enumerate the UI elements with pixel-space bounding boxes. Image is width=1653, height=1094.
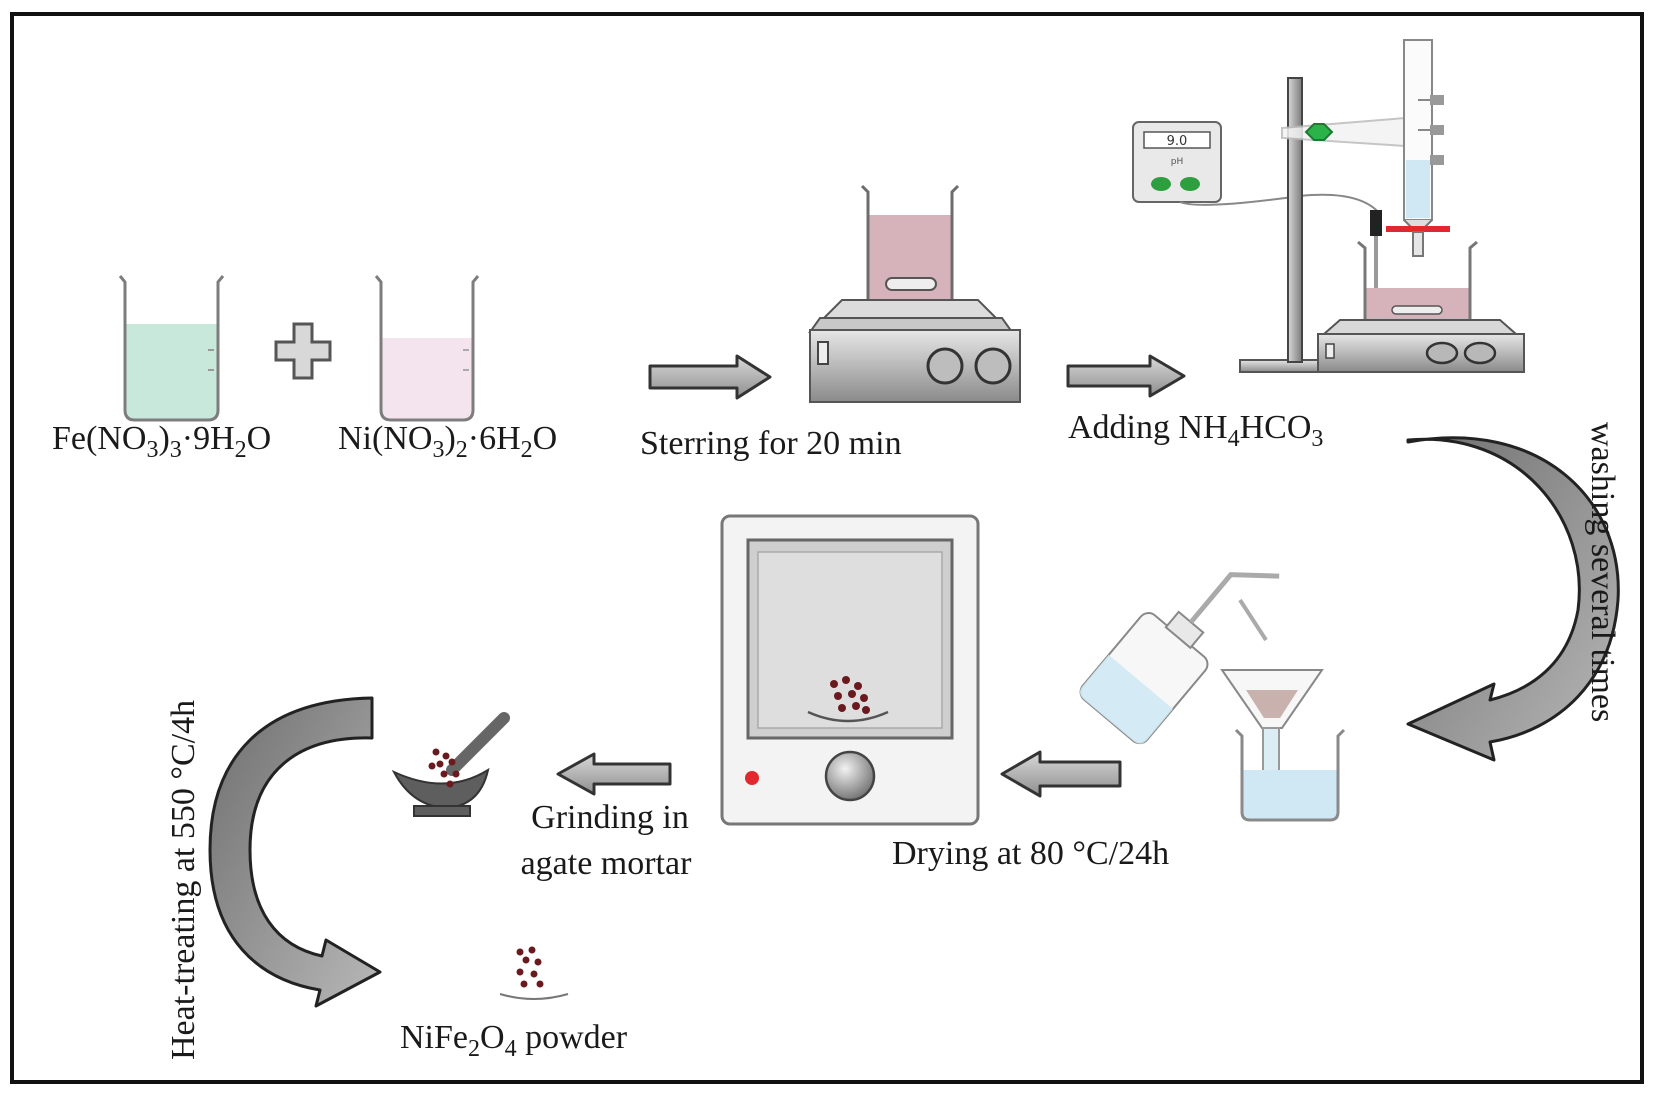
plus-icon	[274, 322, 332, 380]
oven-indicator-light	[745, 771, 759, 785]
flow-arrow-right-2	[1066, 354, 1186, 398]
stirring-label: Sterring for 20 min	[640, 425, 902, 462]
fe-nitrate-beaker	[118, 275, 225, 422]
ni-nitrate-beaker	[374, 275, 480, 422]
flow-arrow-left-drying	[1000, 750, 1122, 798]
washing-label: washing several times	[1584, 422, 1621, 722]
ni-nitrate-label: Ni(NO3)2·6H2O	[338, 420, 557, 463]
washing-apparatus	[1079, 572, 1346, 822]
drying-label: Drying at 80 °C/24h	[892, 835, 1169, 872]
diagram-frame	[10, 12, 1644, 1084]
grinding-label-line2: agate mortar	[521, 845, 693, 882]
adding-label: Adding NH4HCO3	[1068, 409, 1323, 452]
grinding-label-line1: Grinding in	[531, 799, 689, 836]
oven-powder	[830, 676, 870, 714]
curved-arrow-heat-treating	[208, 696, 382, 1008]
product-label: NiFe2O4 powder	[400, 1019, 628, 1062]
nife2o4-powder	[499, 946, 569, 1000]
magnetic-stirrer	[808, 184, 1021, 403]
heat-treating-label: Heat-treating at 550 °C/4h	[165, 700, 202, 1060]
titration-setup: 9.0 pH	[1132, 39, 1525, 373]
ph-meter-display: 9.0	[1167, 134, 1188, 149]
curved-arrow-washing	[1406, 436, 1620, 762]
flow-arrow-left-grinding	[556, 752, 672, 796]
drying-oven	[720, 514, 980, 826]
fe-nitrate-label: Fe(NO3)3·9H2O	[52, 420, 271, 463]
agate-mortar	[391, 712, 510, 817]
ph-meter-label: pH	[1171, 157, 1183, 167]
flow-arrow-right-1	[648, 354, 772, 400]
